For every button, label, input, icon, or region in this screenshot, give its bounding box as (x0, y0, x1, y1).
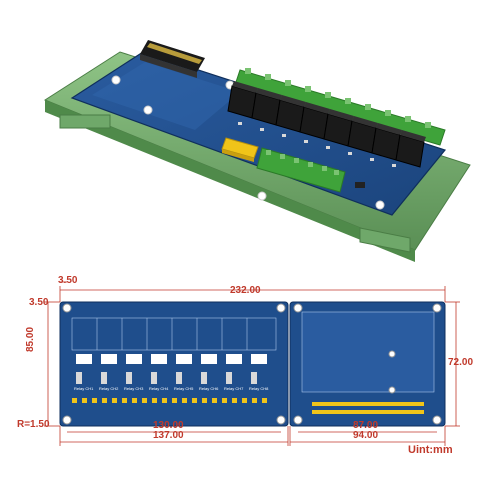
dim-left-height: 85.00 (25, 326, 36, 352)
dim-right-height: 72.00 (448, 357, 474, 368)
dim-right-inner-width: 87.00 (353, 420, 379, 431)
relay-label-1: Relay CH1 (74, 386, 94, 391)
relay-label-8: Relay CH8 (249, 386, 269, 391)
smd-components (238, 122, 396, 188)
dim-right-outer-width: 94.00 (353, 430, 379, 441)
product-photo (43, 40, 471, 262)
dim-top-offset: 3.50 (58, 275, 78, 286)
relay-4 (299, 102, 330, 140)
relay-8 (395, 130, 426, 168)
pcb-left-section (59, 301, 289, 427)
dip-switch (221, 137, 259, 162)
relay-label-2: Relay CH2 (99, 386, 119, 391)
relay-channel-labels: Relay CH1 Relay CH2 Relay CH3 Relay CH4 … (74, 386, 269, 391)
relay-row (227, 81, 426, 168)
dimension-lines (44, 281, 460, 446)
relay-label-5: Relay CH5 (174, 386, 194, 391)
dim-left-offset: 3.50 (29, 297, 49, 308)
relay-label-6: Relay CH6 (199, 386, 219, 391)
relay-label-4: Relay CH4 (149, 386, 169, 391)
dim-left-inner-width: 130.00 (153, 420, 184, 431)
gpio-header (140, 40, 205, 78)
relay-label-7: Relay CH7 (224, 386, 244, 391)
terminal-blocks-top (234, 68, 446, 146)
unit-label: Uint:mm (408, 444, 453, 456)
dimension-drawing: Relay CH1 Relay CH2 Relay CH3 Relay CH4 … (44, 281, 460, 446)
relay-3 (275, 95, 306, 133)
dim-total-width: 232.00 (230, 285, 261, 296)
terminal-blocks-bottom (256, 147, 346, 193)
dim-corner-radius: R=1.50 (17, 419, 50, 430)
dim-left-outer-width: 137.00 (153, 430, 184, 441)
relay-label-3: Relay CH3 (124, 386, 144, 391)
pcb-right-section (289, 301, 446, 427)
